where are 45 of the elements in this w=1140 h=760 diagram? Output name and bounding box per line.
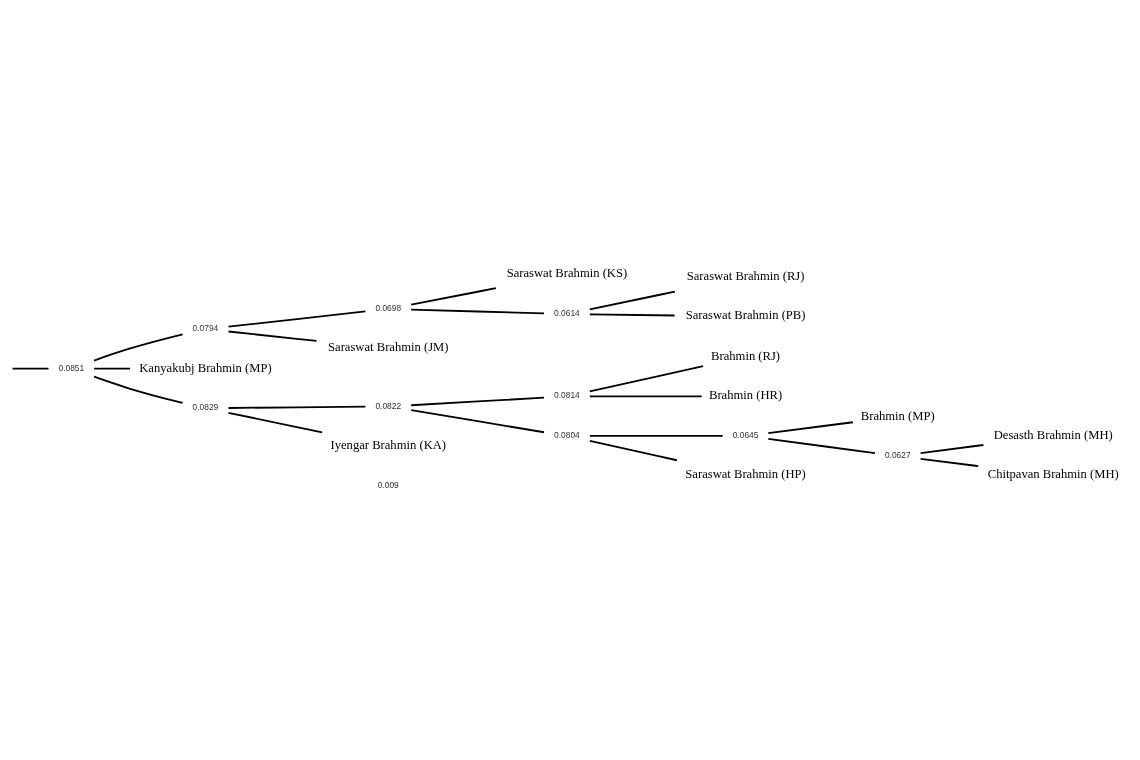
- node-text: 0.0814: [554, 390, 580, 401]
- connector: [93, 333, 184, 362]
- connector: [227, 411, 324, 434]
- connector: [11, 367, 50, 370]
- connector: [588, 365, 705, 393]
- connector: [227, 310, 367, 328]
- node-text: Brahmin (MP): [860, 408, 935, 423]
- connector: [588, 439, 678, 462]
- node-text: Kanyakubj Brahmin (MP): [139, 360, 272, 375]
- connector: [227, 330, 318, 342]
- connector: [588, 395, 703, 398]
- node-text: 0.0804: [554, 430, 580, 441]
- connector: [410, 287, 497, 306]
- node-text: Chitpavan Brahmin (MH): [987, 467, 1119, 482]
- node-text: Saraswat Brahmin (RJ): [686, 268, 805, 283]
- label: 0.009: [377, 479, 399, 490]
- node-text: 0.0851: [58, 362, 85, 373]
- connector: [588, 290, 676, 311]
- connector: [919, 444, 985, 455]
- connector: [410, 396, 545, 407]
- connector: [93, 375, 184, 404]
- connector: [767, 437, 876, 455]
- node-text: Brahmin (HR): [708, 388, 783, 403]
- node-text: 0.0794: [192, 323, 219, 334]
- node-text: Saraswat Brahmin (HP): [685, 467, 806, 482]
- node-text: Saraswat Brahmin (KS): [506, 266, 628, 281]
- connector: [767, 421, 854, 435]
- connector: [588, 435, 724, 437]
- connector: [919, 457, 980, 467]
- node-text: 0.0822: [375, 400, 402, 411]
- node-text: Saraswat Brahmin (JM): [328, 340, 449, 355]
- node-text: 0.0698: [375, 303, 402, 314]
- node-text: Iyengar Brahmin (KA): [330, 437, 447, 452]
- connector: [410, 409, 545, 434]
- node-text: 0.0645: [732, 430, 759, 441]
- connector: [93, 367, 131, 370]
- node-text: Desasth Brahmin (MH): [993, 427, 1113, 442]
- connector: [410, 308, 545, 315]
- connector: [227, 405, 367, 409]
- node-text: 0.0627: [884, 450, 911, 461]
- node-text: Brahmin (RJ): [711, 348, 781, 363]
- node-text: 0.0829: [192, 402, 219, 413]
- node-text: Saraswat Brahmin (PB): [685, 308, 806, 323]
- connector: [588, 313, 676, 317]
- node-text: 0.0614: [554, 308, 580, 319]
